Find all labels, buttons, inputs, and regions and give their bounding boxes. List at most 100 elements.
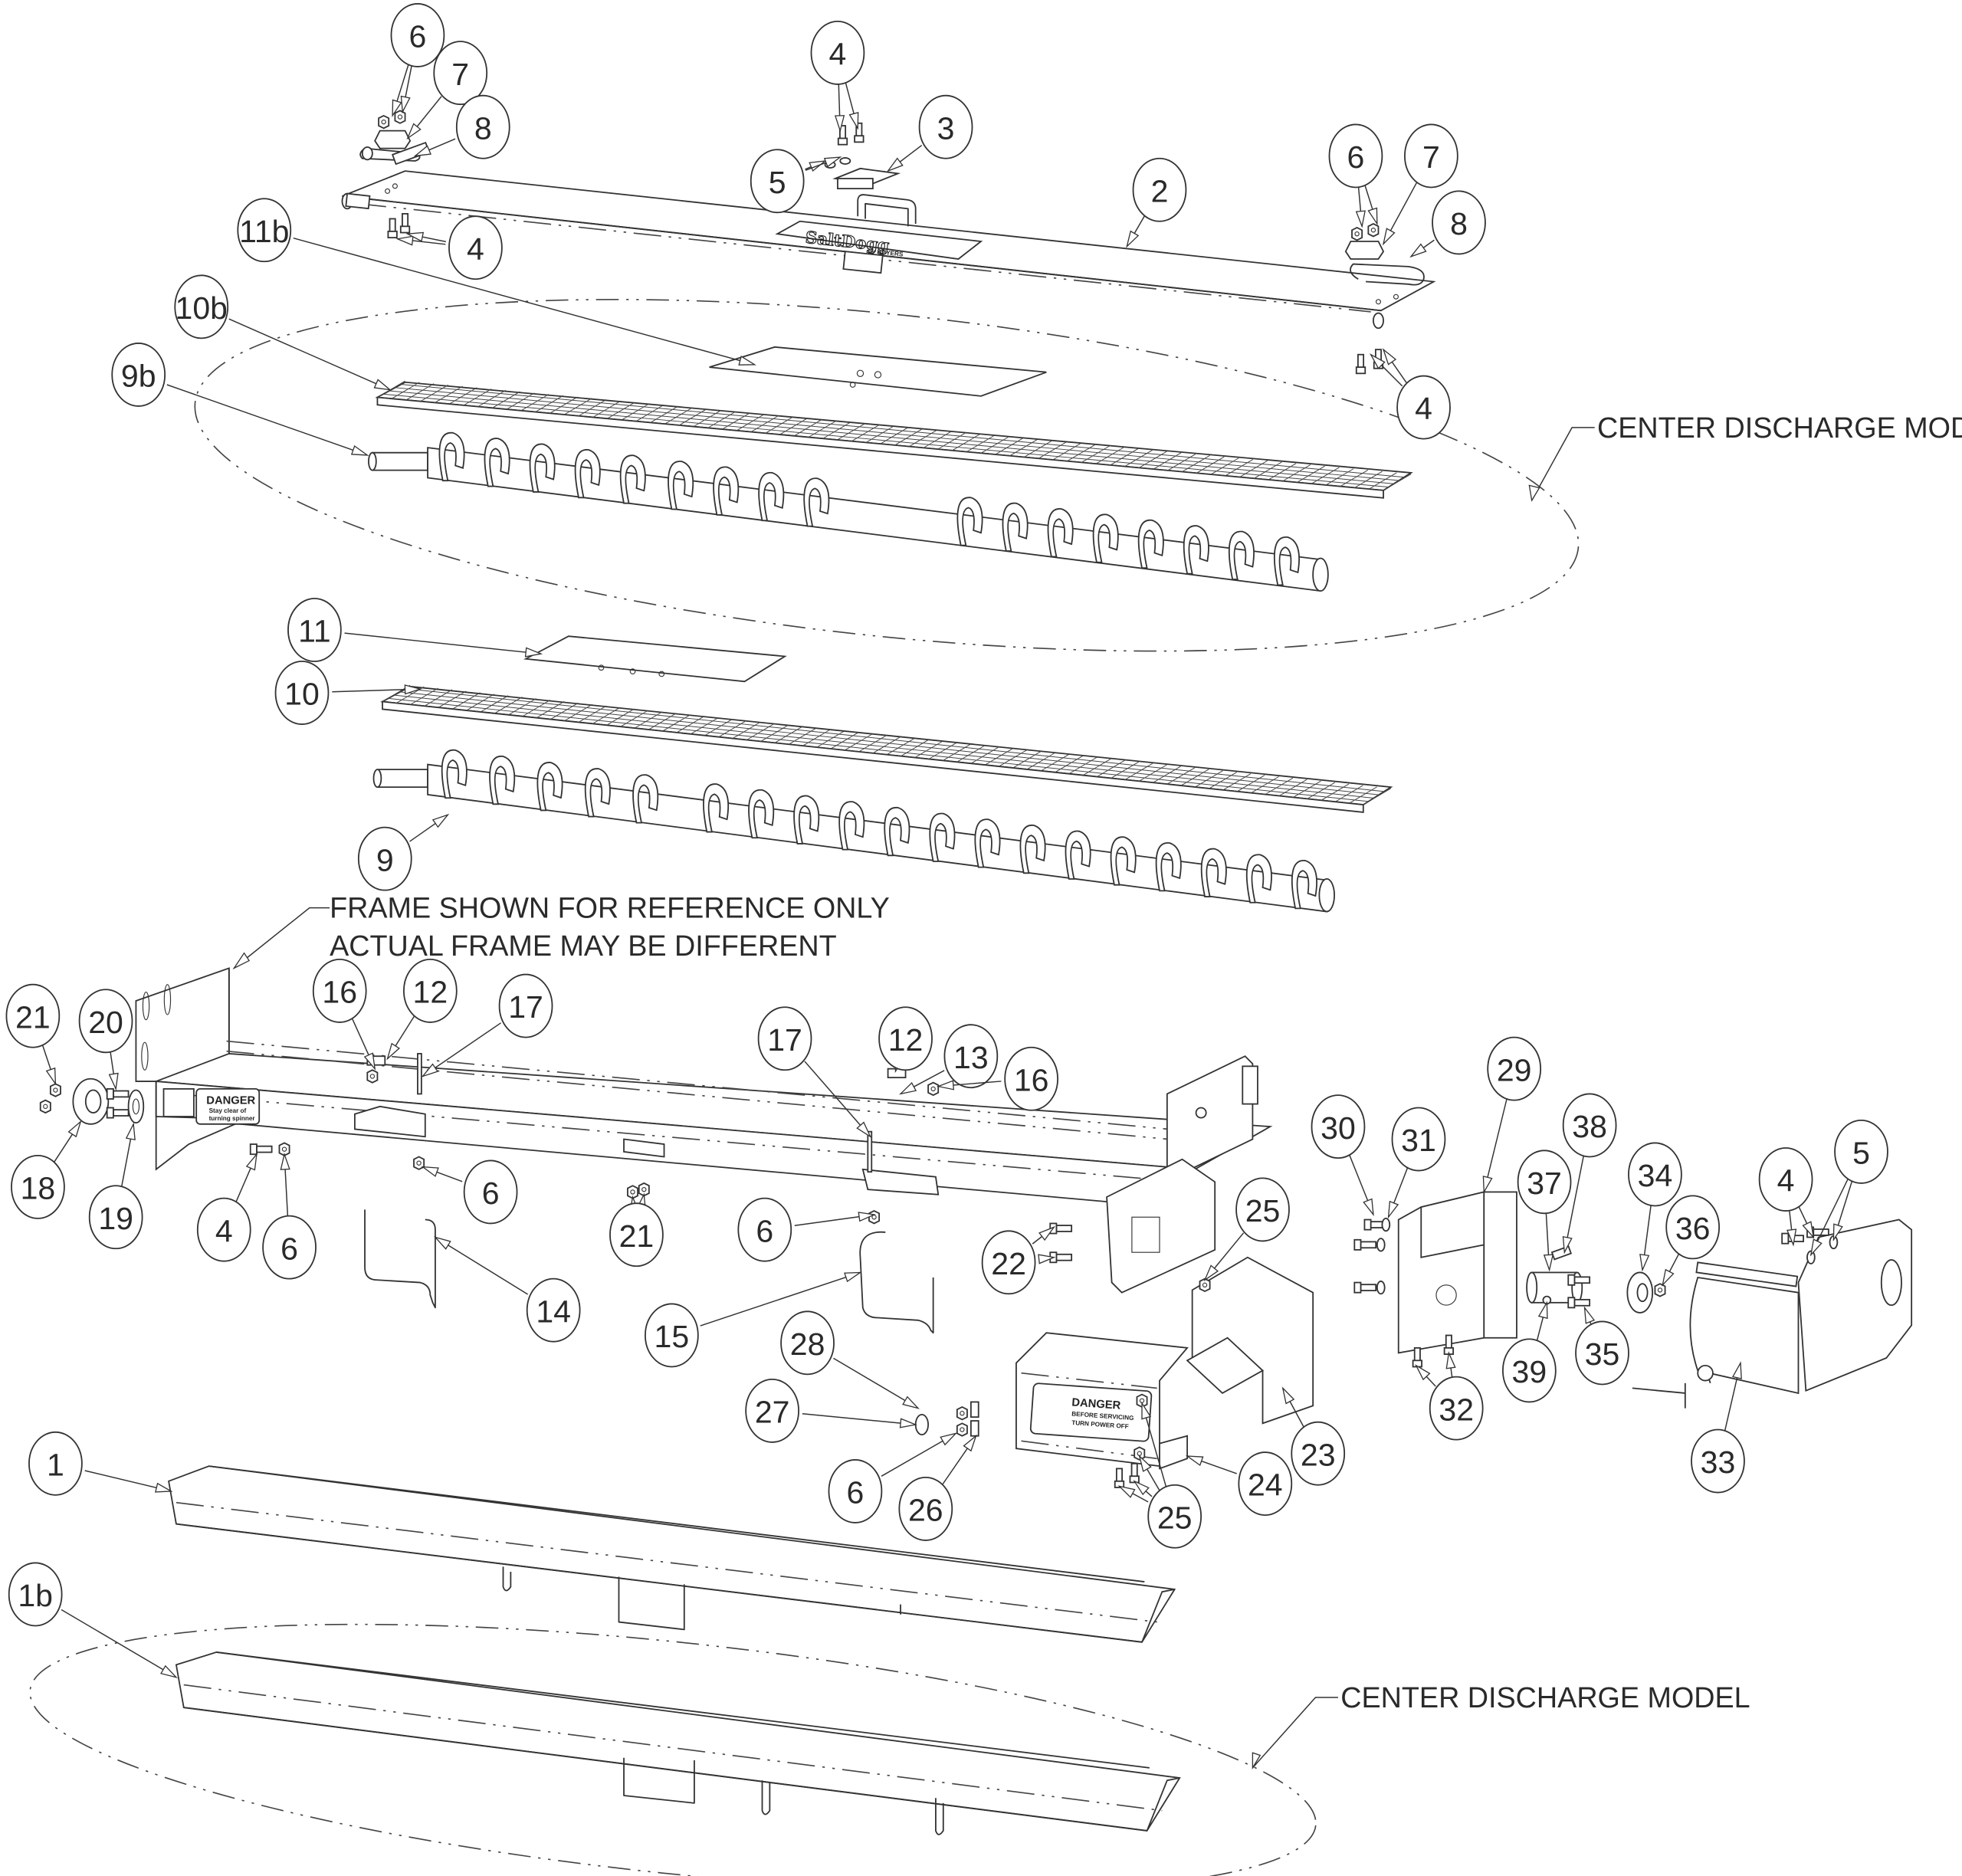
- callout-bubble: [828, 1459, 883, 1523]
- grate-bar: [1282, 464, 1311, 482]
- callout-number: 6: [281, 1231, 298, 1266]
- callout-number: 39: [1512, 1354, 1547, 1389]
- callout-4: 4: [1369, 348, 1451, 440]
- auger-flight: [1291, 860, 1317, 910]
- callout-number: 2: [1151, 173, 1169, 208]
- grate-bar: [851, 424, 880, 442]
- callout-number: 29: [1497, 1052, 1532, 1087]
- grate-bar: [1009, 439, 1038, 457]
- motor-guard-part-24: DANGER BEFORE SERVICING TURN POWER OFF: [1015, 1332, 1189, 1488]
- arrowhead-icon: [738, 356, 756, 366]
- gearmotor-part-33: [1632, 1218, 1913, 1409]
- grate-bar: [424, 689, 453, 707]
- grate-bar: [1196, 456, 1225, 474]
- grate-part-10b: [375, 380, 1413, 499]
- grate-bar: [830, 732, 859, 749]
- grate-bar: [1110, 448, 1139, 466]
- callout-bubble: [1238, 1451, 1293, 1517]
- callout-30: 30: [1311, 1094, 1374, 1217]
- grate-bar: [1195, 770, 1223, 788]
- grate-bar: [648, 713, 677, 730]
- callout-21: 21: [609, 1192, 664, 1268]
- arrowhead-icon: [108, 1072, 119, 1091]
- callout-6: 6: [828, 1432, 958, 1523]
- auger-flight: [748, 789, 775, 839]
- callout-bubble: [1391, 1107, 1446, 1172]
- arrowhead-icon: [856, 1121, 872, 1139]
- plate-part-11: [523, 635, 787, 683]
- callout-bubble: [737, 1197, 792, 1262]
- auger-flight: [1245, 854, 1272, 904]
- callout-number: 14: [536, 1294, 571, 1329]
- grate-bar: [1297, 465, 1325, 483]
- grate-bar: [564, 704, 593, 721]
- callout-bubble: [943, 1024, 999, 1089]
- auger-flight: [536, 762, 563, 812]
- grate-bar: [802, 729, 831, 746]
- callout-bubble: [455, 94, 510, 159]
- arrowhead-icon: [1038, 1254, 1056, 1264]
- auger-flight: [1065, 830, 1091, 880]
- arrowhead-icon: [1038, 1225, 1056, 1241]
- callout-34: 34: [1628, 1142, 1682, 1272]
- arrowhead-icon: [1832, 1223, 1843, 1242]
- callout-number: 6: [1347, 139, 1365, 175]
- arrowhead-icon: [1562, 1235, 1573, 1254]
- callout-number: 32: [1439, 1392, 1474, 1427]
- svg-text:FRAME SHOWN FOR REFERENCE ONLY: FRAME SHOWN FOR REFERENCE ONLY: [330, 892, 890, 924]
- grate-bar: [956, 745, 985, 763]
- auger-flight: [1183, 525, 1209, 575]
- callout-bubble: [463, 1159, 518, 1225]
- auger-flight: [929, 812, 956, 862]
- arrowhead-icon: [858, 1212, 876, 1222]
- leader-line: [700, 1271, 861, 1327]
- auger-flight: [632, 774, 659, 824]
- chute-part-1: [168, 1465, 1176, 1643]
- callout-4: 4: [810, 20, 865, 133]
- callout-3: 3: [886, 94, 973, 172]
- svg-text:CENTER DISCHARGE MODEL: CENTER DISCHARGE MODEL: [1597, 412, 1962, 444]
- callout-number: 9: [376, 842, 394, 877]
- grate-bar: [774, 726, 803, 743]
- grate-bar: [808, 420, 837, 438]
- grate-bar: [779, 418, 808, 435]
- callout-18: 18: [11, 1120, 82, 1219]
- auger-part-9b: [368, 431, 1329, 592]
- grate-bar: [506, 392, 535, 410]
- center-discharge-envelope-bottom: [29, 1623, 1317, 1876]
- callout-16: 16: [936, 1046, 1058, 1111]
- grate-bar: [1225, 459, 1254, 477]
- grate-bar: [1153, 766, 1181, 783]
- callout-1: 1: [28, 1431, 173, 1496]
- callout-number: 9b: [121, 359, 156, 394]
- arrowhead-icon: [1117, 1485, 1136, 1498]
- grate-bar: [550, 702, 579, 720]
- lid-logo-sub: by BUYERS: [868, 248, 904, 258]
- auger-flight: [438, 431, 465, 482]
- callout-bubble: [1502, 1338, 1557, 1403]
- grate-bar: [405, 383, 435, 401]
- arrowhead-icon: [125, 1122, 136, 1141]
- callout-bubble: [1311, 1094, 1366, 1159]
- grate-bar: [1026, 753, 1055, 770]
- callout-number: 8: [474, 110, 492, 146]
- auger-flight: [884, 807, 910, 857]
- grate-bar: [1210, 458, 1239, 475]
- callout-number: 16: [1014, 1062, 1049, 1097]
- callout-29: 29: [1482, 1036, 1542, 1194]
- grate-bar: [943, 743, 971, 761]
- callout-number: 4: [467, 231, 484, 267]
- callout-10b: 10b: [174, 274, 392, 391]
- callout-bubble: [1235, 1177, 1290, 1242]
- callout-bubble: [262, 1215, 317, 1280]
- arrowhead-icon: [395, 235, 414, 246]
- grate-bar: [1265, 777, 1294, 795]
- callout-bubble: [645, 1303, 699, 1368]
- arrowhead-icon: [1363, 1198, 1374, 1217]
- grate-bar: [536, 700, 565, 719]
- grate-bar: [1236, 775, 1265, 792]
- callout-number: 18: [21, 1171, 56, 1206]
- callout-32: 32: [1415, 1351, 1484, 1441]
- callout-number: 11b: [239, 214, 289, 249]
- callout-bubble: [5, 983, 61, 1048]
